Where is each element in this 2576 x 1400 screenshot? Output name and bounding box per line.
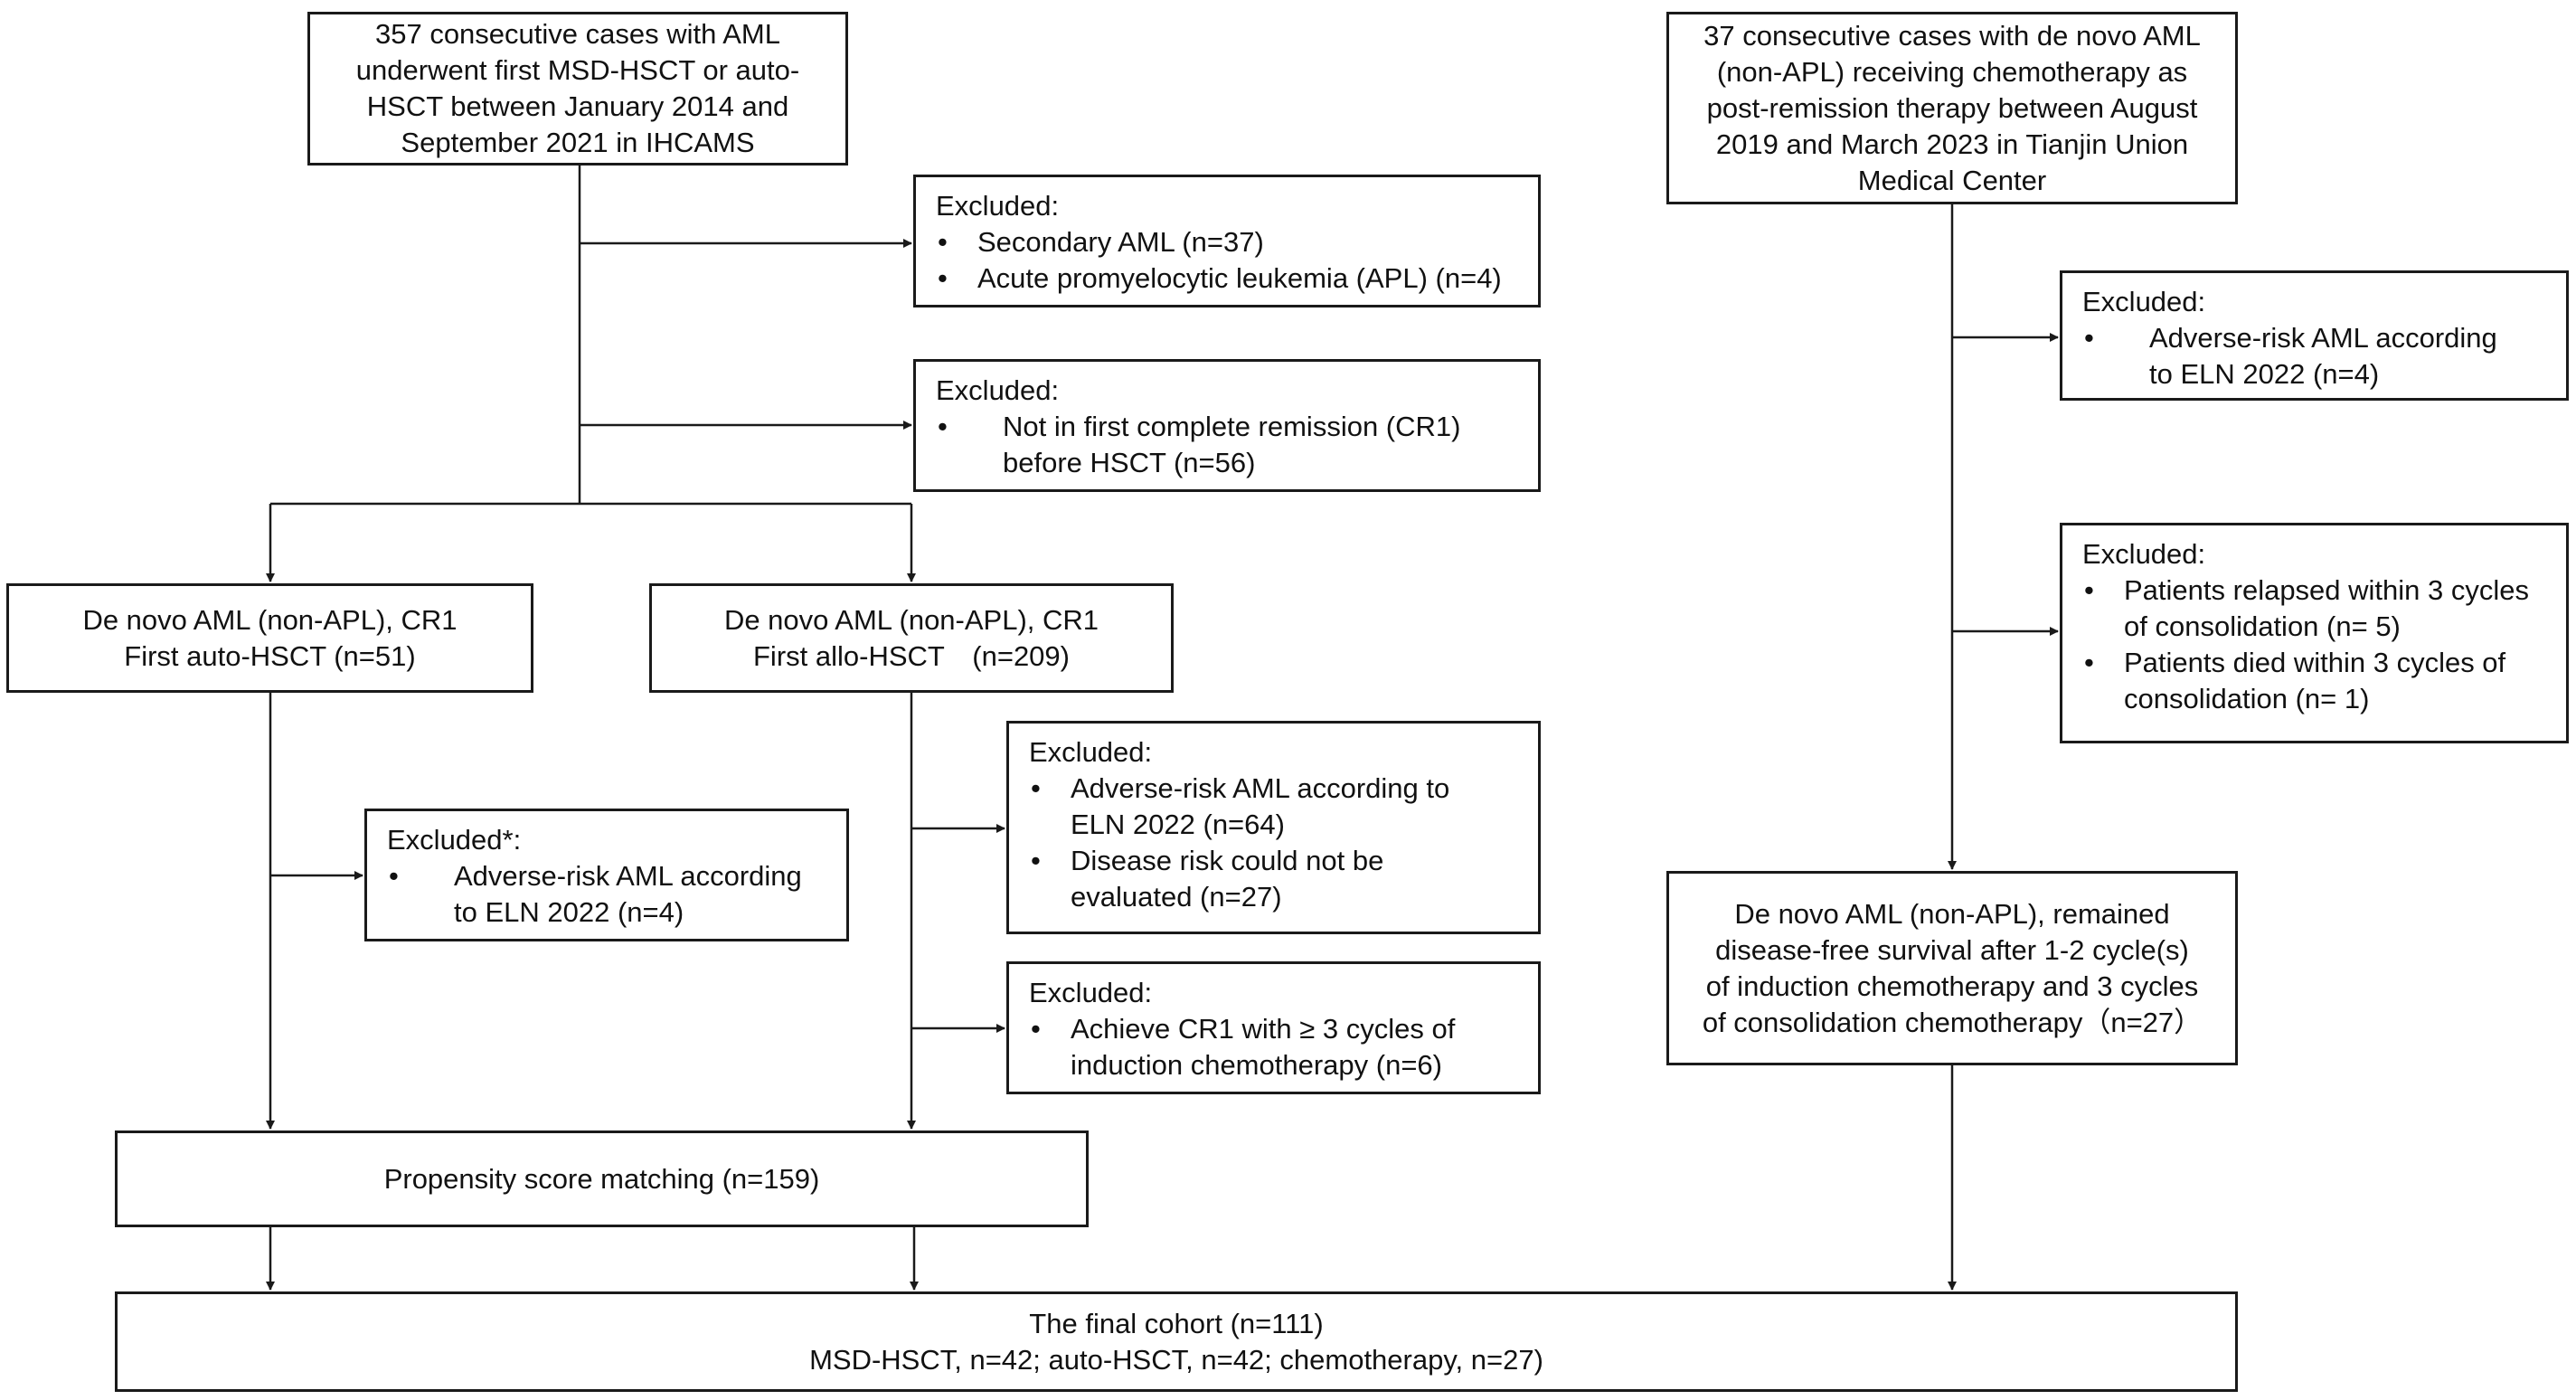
excluded-list: • Achieve CR1 with ≥ 3 cycles of inducti… — [1029, 1011, 1520, 1083]
box-text-line: 37 consecutive cases with de novo AML — [1703, 19, 2201, 52]
excluded-item-text: Adverse-risk AML according — [2149, 322, 2497, 354]
excluded-item-text: Achieve CR1 with ≥ 3 cycles of — [1071, 1013, 1456, 1045]
excluded-item-text: ELN 2022 (n=64) — [1071, 809, 1285, 840]
excluded-secondary-box: Excluded: • Secondary AML (n=37) • Acute p… — [913, 175, 1541, 307]
box-text-line: underwent first MSD-HSCT or auto- — [355, 54, 800, 86]
excluded-item-text: induction chemotherapy (n=6) — [1071, 1049, 1442, 1081]
excluded-not-cr1-box: Excluded: • Not in first complete remiss… — [913, 359, 1541, 492]
excluded-item-text: Disease risk could not be — [1071, 845, 1384, 876]
excluded-item-text: to ELN 2022 (n=4) — [2149, 358, 2380, 390]
excluded-item-text: Patients relapsed within 3 cycles — [2124, 574, 2530, 606]
box-text-line: First allo-HSCT (n=209) — [753, 639, 1070, 672]
excluded-item-text: Adverse-risk AML according — [454, 860, 802, 892]
excluded-list: • Secondary AML (n=37) • Acute promyelocyt… — [936, 224, 1520, 297]
excluded-list: • Adverse-risk AML according to ELN 2022… — [387, 858, 828, 931]
excluded-chemo-adverse-box: Excluded: • Adverse-risk AML according t… — [2060, 270, 2569, 401]
excluded-item-text: evaluated (n=27) — [1071, 881, 1282, 913]
box-text-line: The final cohort (n=111) — [1029, 1307, 1324, 1339]
excluded-item-text: consolidation (n= 1) — [2124, 683, 2370, 714]
box-text-line: 357 consecutive cases with AML — [374, 18, 781, 50]
excluded-item-text: Patients died within 3 cycles of — [2124, 647, 2506, 678]
box-text-line: Medical Center — [1857, 164, 2047, 196]
box-text-line: of induction chemotherapy and 3 cycles — [1705, 970, 2199, 1002]
chemotherapy-group-box: De novo AML (non-APL), remained disease-… — [1666, 871, 2238, 1065]
excluded-allo-risk-box: Excluded: • Adverse-risk AML according t… — [1006, 721, 1541, 934]
excluded-item-text: of consolidation (n= 5) — [2124, 610, 2401, 642]
final-cohort-box: The final cohort (n=111) MSD-HSCT, n=42;… — [115, 1291, 2238, 1392]
excluded-heading: Excluded: — [1029, 736, 1153, 768]
excluded-item: • Patients died within 3 cycles of conso… — [2082, 645, 2548, 717]
excluded-item: • Secondary AML (n=37) — [936, 224, 1520, 260]
box-text-line: September 2021 in IHCAMS — [401, 127, 755, 158]
excluded-item: • Acute promyelocytic leukemia (APL) (n=4… — [936, 260, 1520, 297]
excluded-auto-adverse-box: Excluded*: • Adverse-risk AML according … — [364, 809, 849, 941]
bullet-icon: • — [1031, 845, 1041, 876]
excluded-item-text: before HSCT (n=56) — [1003, 447, 1256, 478]
propensity-score-matching-box: Propensity score matching (n=159) — [115, 1130, 1089, 1227]
box-text-line: 2019 and March 2023 in Tianjin Union — [1715, 128, 2189, 160]
box-text-line: De novo AML (non-APL), CR1 — [82, 603, 458, 636]
bullet-icon: • — [938, 226, 948, 258]
excluded-list: • Adverse-risk AML according to ELN 2022… — [2082, 320, 2548, 393]
excluded-heading: Excluded: — [936, 374, 1060, 406]
box-text-line: post-remission therapy between August — [1706, 91, 2198, 124]
excluded-item: • Adverse-risk AML according to ELN 2022… — [1029, 771, 1520, 843]
excluded-item-text: Acute promyelocytic leukemia (APL) (n=4) — [977, 262, 1502, 294]
box-text-line: HSCT between January 2014 and — [366, 90, 789, 122]
ihcams-source-box: 357 consecutive cases with AML underwent… — [307, 12, 848, 166]
excluded-item: • Adverse-risk AML according to ELN 2022… — [2082, 320, 2548, 393]
box-text-line: MSD-HSCT, n=42; auto-HSCT, n=42; chemoth… — [809, 1343, 1543, 1376]
excluded-item-text: Not in first complete remission (CR1) — [1003, 411, 1461, 442]
tianjin-source-box: 37 consecutive cases with de novo AML (n… — [1666, 12, 2238, 204]
bullet-icon: • — [2084, 647, 2094, 678]
excluded-heading: Excluded: — [2082, 286, 2206, 317]
excluded-heading: Excluded: — [936, 190, 1060, 222]
box-text-line: of consolidation chemotherapy（n=27） — [1702, 1006, 2203, 1038]
bullet-icon: • — [389, 860, 399, 892]
auto-hsct-group-box: De novo AML (non-APL), CR1 First auto-HS… — [6, 583, 533, 693]
bullet-icon: • — [1031, 772, 1041, 804]
bullet-icon: • — [1031, 1013, 1041, 1045]
excluded-item-text: Secondary AML (n=37) — [977, 226, 1264, 258]
excluded-item: • Not in first complete remission (CR1) … — [936, 409, 1520, 481]
excluded-list: • Patients relapsed within 3 cycles of c… — [2082, 572, 2548, 717]
excluded-allo-cycles-box: Excluded: • Achieve CR1 with ≥ 3 cycles … — [1006, 961, 1541, 1094]
excluded-item-text: Adverse-risk AML according to — [1071, 772, 1450, 804]
excluded-list: • Adverse-risk AML according to ELN 2022… — [1029, 771, 1520, 915]
excluded-chemo-relapse-box: Excluded: • Patients relapsed within 3 c… — [2060, 523, 2569, 743]
box-text-line: First auto-HSCT (n=51) — [124, 639, 416, 672]
excluded-heading: Excluded*: — [387, 824, 522, 856]
box-text-line: De novo AML (non-APL), CR1 — [723, 603, 1099, 636]
excluded-item: • Adverse-risk AML according to ELN 2022… — [387, 858, 828, 931]
bullet-icon: • — [938, 262, 948, 294]
box-text-line: De novo AML (non-APL), remained — [1734, 897, 2170, 930]
excluded-item: • Achieve CR1 with ≥ 3 cycles of inducti… — [1029, 1011, 1520, 1083]
box-text-line: Propensity score matching (n=159) — [383, 1162, 820, 1195]
allo-hsct-group-box: De novo AML (non-APL), CR1 First allo-HS… — [649, 583, 1174, 693]
excluded-item: • Disease risk could not be evaluated (n… — [1029, 843, 1520, 915]
box-text-line: (non-APL) receiving chemotherapy as — [1716, 55, 2188, 88]
bullet-icon: • — [2084, 322, 2094, 354]
excluded-item: • Patients relapsed within 3 cycles of c… — [2082, 572, 2548, 645]
excluded-heading: Excluded: — [2082, 538, 2206, 570]
bullet-icon: • — [2084, 574, 2094, 606]
excluded-heading: Excluded: — [1029, 977, 1153, 1008]
excluded-item-text: to ELN 2022 (n=4) — [454, 896, 684, 928]
excluded-list: • Not in first complete remission (CR1) … — [936, 409, 1520, 481]
box-text-line: disease-free survival after 1-2 cycle(s) — [1715, 933, 2189, 966]
bullet-icon: • — [938, 411, 948, 442]
